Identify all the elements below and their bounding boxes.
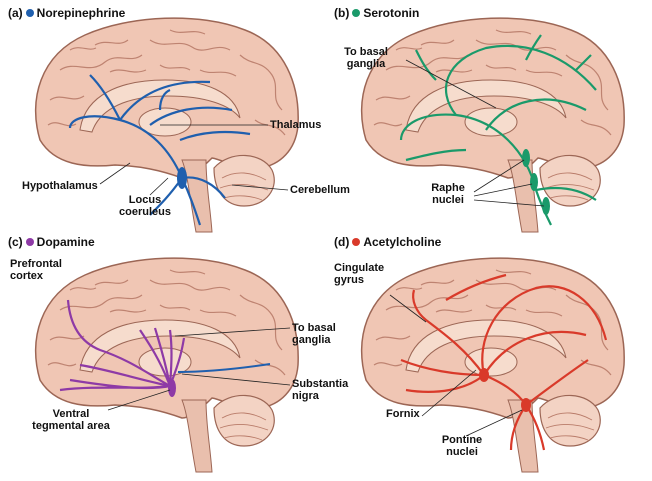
leader-lines-d <box>389 294 523 437</box>
transmitter-name-a: Norepinephrine <box>36 6 126 20</box>
basal-forebrain-nucleus <box>479 368 489 382</box>
nigrostriatal-pathway <box>177 363 271 373</box>
locus-coeruleus-nucleus <box>177 167 187 189</box>
dopamine-pathways <box>59 299 186 392</box>
color-dot-c <box>25 238 34 246</box>
pontine-nucleus <box>521 398 531 412</box>
transmitter-name-c: Dopamine <box>36 235 95 249</box>
acetylcholine-pathways <box>400 273 608 451</box>
panel-norepinephrine: (a)Norepinephrine Thalamus Hypothalamus … <box>0 0 350 240</box>
brain-diagram-b <box>360 17 625 233</box>
leader-lines-c <box>107 327 291 411</box>
panel-letter-b: (b) <box>334 6 350 20</box>
color-dot-b <box>352 9 361 17</box>
ventral-tegmental-area <box>168 379 176 397</box>
transmitter-name-b: Serotonin <box>363 6 420 20</box>
color-dot-d <box>352 238 361 246</box>
brain-diagram-a <box>34 17 299 233</box>
panel-title-d: (d) Acetylcholine <box>334 235 441 249</box>
brain-diagram-c <box>34 257 299 473</box>
panel-title-a: (a) Norepinephrine <box>8 6 125 20</box>
label-hypothalamus: Hypothalamus <box>22 180 98 192</box>
panel-letter-a: (a) <box>8 6 23 20</box>
label-thalamus: Thalamus <box>270 119 322 131</box>
brain-diagram-d <box>360 257 625 473</box>
panel-letter-d: (d) <box>334 235 350 249</box>
transmitter-name-d: Acetylcholine <box>363 235 442 249</box>
panel-title-c: (c) Dopamine <box>8 235 95 249</box>
color-dot-a <box>25 9 34 17</box>
raphe-nuclei <box>522 149 550 215</box>
label-fornix: Fornix <box>386 408 420 420</box>
panel-title-b: (b) Serotonin <box>334 6 419 20</box>
leader-lines-b <box>405 59 545 207</box>
panel-letter-c: (c) <box>8 235 23 249</box>
leader-lines-a <box>99 124 289 196</box>
label-cerebellum: Cerebellum <box>290 184 350 196</box>
